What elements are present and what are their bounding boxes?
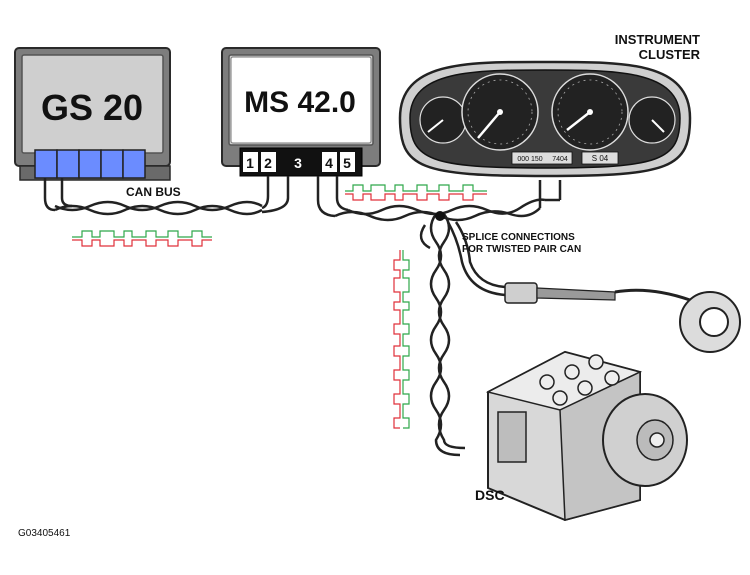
can-bus-label: CAN BUS [126, 185, 181, 199]
fuel-gauge [419, 96, 467, 144]
gear-readout: S 04 [592, 154, 609, 163]
wheel-speed-sensor [504, 282, 741, 353]
ms42-connector: 1 2 3 4 5 [239, 147, 363, 177]
bus-signal-waveform-horizontal-2 [345, 184, 487, 201]
gs20-label: GS 20 [41, 87, 143, 128]
bus-signal-waveform-horizontal-1 [72, 230, 212, 247]
splice-point [435, 211, 445, 221]
splice-label-line1: SPLICE CONNECTIONS [462, 232, 575, 243]
instrument-cluster: INSTRUMENT CLUSTER 000 150 7404 S 04 [398, 32, 701, 178]
can-bus-wiring [43, 176, 562, 457]
ms42-pin-3: 3 [294, 155, 302, 171]
cluster-label-line1: INSTRUMENT [615, 32, 700, 47]
ms42-pin-2: 2 [264, 155, 272, 171]
dsc-label: DSC [475, 487, 505, 503]
gs20-module: GS 20 [14, 47, 171, 181]
tachometer [551, 73, 629, 151]
ms42-pin-1: 1 [246, 155, 254, 171]
figure-id: G03405461 [18, 528, 71, 539]
dsc-unit: DSC [475, 350, 688, 522]
splice-label-line2: FOR TWISTED PAIR CAN [462, 244, 581, 255]
trip-readout: 7404 [552, 156, 568, 163]
temperature-gauge [628, 96, 676, 144]
odometer-readout: 000 150 [517, 156, 542, 163]
speedometer [461, 73, 539, 151]
gs20-connector [34, 149, 146, 179]
ms42-module: MS 42.0 1 2 3 4 5 [221, 47, 381, 177]
bus-signal-waveform-vertical [393, 250, 410, 429]
ms42-label: MS 42.0 [244, 86, 356, 119]
ms42-pin-4: 4 [325, 155, 333, 171]
cluster-label-line2: CLUSTER [639, 47, 701, 62]
ms42-pin-5: 5 [343, 155, 351, 171]
